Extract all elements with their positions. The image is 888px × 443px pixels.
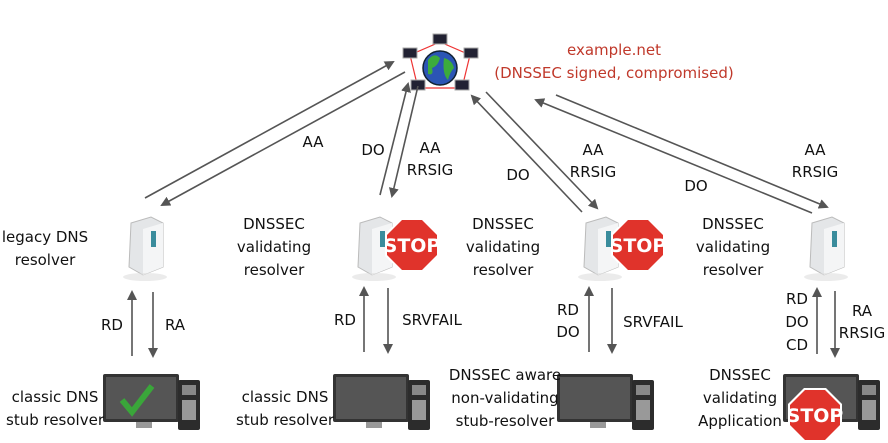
resolver-label: DNSSEC [472, 215, 534, 233]
resolver-label: DNSSEC [702, 215, 764, 233]
legacy-resolver-server-icon [122, 216, 168, 282]
client-label: classic DNS [12, 388, 99, 406]
arrow-legacy-query [144, 61, 395, 199]
client-arrows [127, 286, 840, 358]
resolver-label: validating [696, 238, 770, 256]
stub-computer-icon [333, 374, 430, 430]
flag-label: RD [786, 290, 808, 308]
stop-sign-icon: STOP [787, 388, 844, 442]
client-label: classic DNS [242, 388, 329, 406]
flag-label: RRSIG [570, 163, 616, 181]
client-label: stub resolver [236, 411, 335, 429]
stop-sign-icon: STOP [384, 218, 441, 272]
flag-label: DO [684, 177, 707, 195]
flag-label: RA [852, 302, 873, 320]
flag-label: RRSIG [407, 161, 453, 179]
flag-label: DO [556, 323, 579, 341]
resolver-label: resolver [703, 261, 764, 279]
validating-resolver-server-icon [803, 216, 849, 282]
client-label: validating [703, 389, 777, 407]
resolver-label: validating [237, 238, 311, 256]
flag-label: RD [334, 311, 356, 329]
client-label: DNSSEC [709, 366, 771, 384]
flag-label: AA [805, 141, 827, 159]
checkmark-icon [119, 384, 155, 417]
resolver-label: validating [466, 238, 540, 256]
client-label: DNSSEC aware [449, 366, 561, 384]
arrow-col3-answer [485, 91, 599, 210]
flag-label: SRVFAIL [623, 313, 683, 331]
client-label: non-validating [451, 389, 558, 407]
stub-computer-icon [103, 374, 200, 430]
resolver-label: resolver [15, 251, 76, 269]
flag-label: RA [165, 316, 186, 334]
client-label: stub resolver [6, 411, 105, 429]
flag-label: DO [361, 141, 384, 159]
zone-name: example.net [567, 41, 661, 59]
stub-computer-icon [557, 374, 654, 430]
zone-status: (DNSSEC signed, compromised) [494, 64, 733, 82]
flag-label: RD [557, 301, 579, 319]
svg-text:STOP: STOP [384, 235, 441, 257]
resolver-label: resolver [244, 261, 305, 279]
flag-label: DO [785, 313, 808, 331]
client-label: Application [698, 412, 782, 430]
svg-text:STOP: STOP [787, 405, 844, 427]
resolver-label: legacy DNS [2, 228, 88, 246]
arrow-col2-answer [388, 85, 419, 198]
resolver-label: resolver [473, 261, 534, 279]
internet-globe-icon [402, 33, 479, 91]
upstream-arrows [144, 61, 829, 214]
arrow-col2-query [379, 82, 411, 196]
flag-label: CD [786, 336, 808, 354]
resolver-label: DNSSEC [243, 215, 305, 233]
arrow-col3-query [470, 94, 583, 213]
flag-label: RRSIG [792, 163, 838, 181]
flag-label: AA [303, 133, 325, 151]
stop-sign-icon: STOP [610, 218, 667, 272]
arrow-col4-query [534, 98, 813, 214]
arrow-col4-answer [555, 94, 829, 209]
svg-text:STOP: STOP [610, 235, 667, 257]
flag-label: AA [420, 139, 442, 157]
flag-label: RRSIG [839, 324, 885, 342]
flag-label: SRVFAIL [402, 311, 462, 329]
client-label: stub-resolver [456, 412, 555, 430]
arrow-legacy-answer [160, 71, 406, 206]
flag-label: RD [101, 316, 123, 334]
flag-label: AA [583, 141, 605, 159]
flag-label: DO [506, 166, 529, 184]
